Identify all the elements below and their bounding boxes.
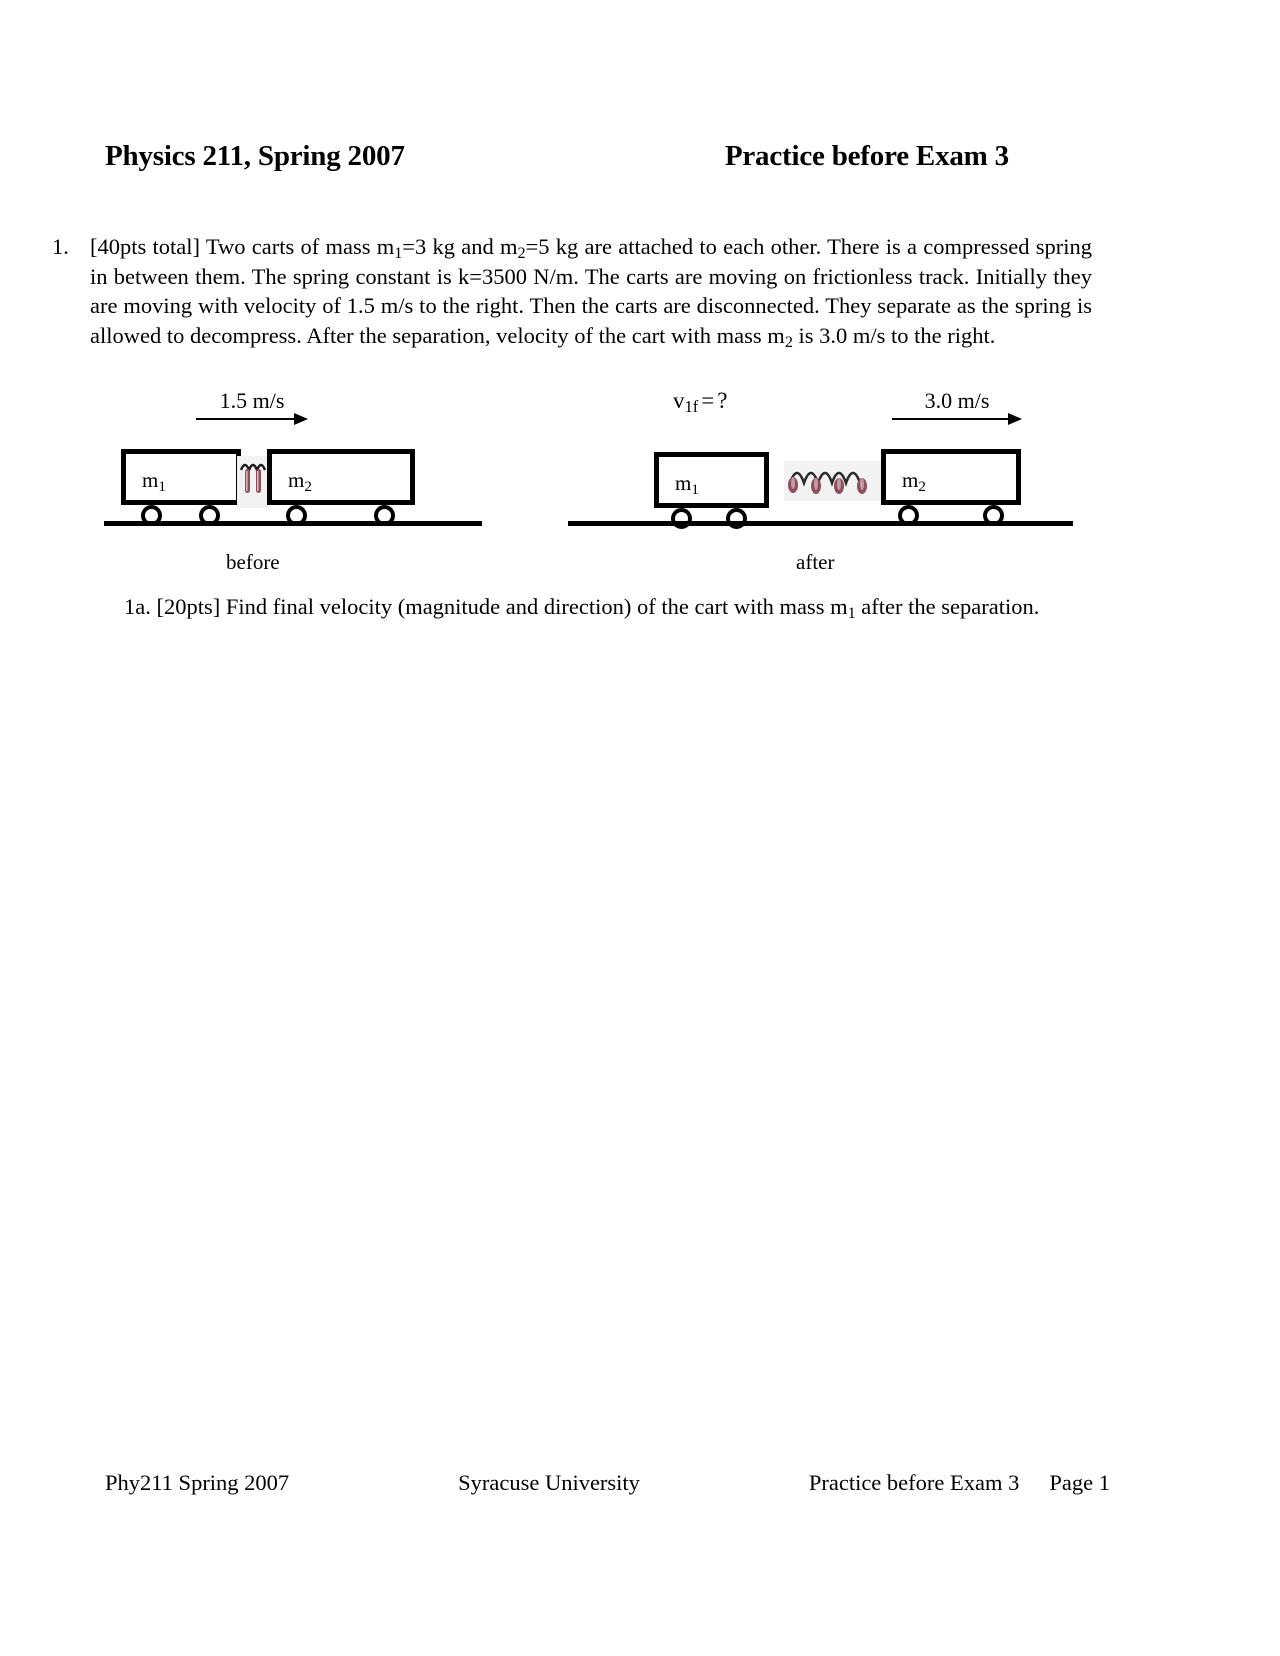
arrow-head-icon [294,412,308,425]
unknown-velocity-symbol: v1f [673,388,699,417]
cart-m2-before: m2 [267,449,415,505]
cart-m2-label: m2 [288,468,312,495]
subquestion-1a: 1a. [20pts] Find final velocity (magnitu… [124,594,1040,623]
problem-statement: [40pts total] Two carts of mass m1=3 kg … [90,234,1092,351]
page-footer: Phy211 Spring 2007 Syracuse University P… [105,1470,1110,1496]
caption-after: after [796,550,835,574]
velocity-arrow-before: 1.5 m/s [196,388,308,426]
panel-before: 1.5 m/s m1 [104,378,494,593]
cart-m1-before: m1 [121,449,241,505]
unknown-velocity-value: ? [717,388,728,413]
problem-number: 1. [52,234,69,259]
arrow-shaft [892,417,1009,420]
spring-extended-icon [784,461,882,501]
course-title: Physics 211, Spring 2007 [105,140,405,172]
exam-title: Practice before Exam 3 [724,140,1009,172]
footer-right-group: Practice before Exam 3 Page 1 [809,1470,1110,1496]
unknown-velocity-label: v1f=? [673,388,728,417]
ground-line-after [568,521,1073,526]
problem-1: 1. [40pts total] Two carts of mass m1=3 … [52,232,1092,350]
arrow-shaft [196,417,295,420]
spring-compressed-icon [237,456,269,508]
footer-university: Syracuse University [458,1470,640,1495]
cart-m2-label: m2 [902,468,926,495]
footer-course: Phy211 Spring 2007 [105,1470,290,1495]
cart-m1-label: m1 [675,471,699,498]
footer-exam: Practice before Exam 3 [808,1470,1020,1495]
cart-m1-after: m1 [654,452,769,508]
page-header: Physics 211, Spring 2007 Practice before… [105,140,1009,173]
cart-m2-after: m2 [881,449,1021,505]
velocity-arrow-after: 3.0 m/s [892,388,1022,426]
cart-m1-label: m1 [142,468,166,495]
arrow-head-icon [1008,412,1022,425]
equals-sign: = [701,388,715,413]
caption-before: before [226,550,280,574]
figure-before-after: 1.5 m/s m1 [0,378,1280,593]
velocity-label-after: 3.0 m/s [924,388,990,413]
ground-line-before [104,521,482,526]
footer-page-number: Page 1 [1049,1470,1110,1495]
panel-after: v1f=? 3.0 m/s m1 [568,378,1078,593]
velocity-label-before: 1.5 m/s [219,388,285,413]
